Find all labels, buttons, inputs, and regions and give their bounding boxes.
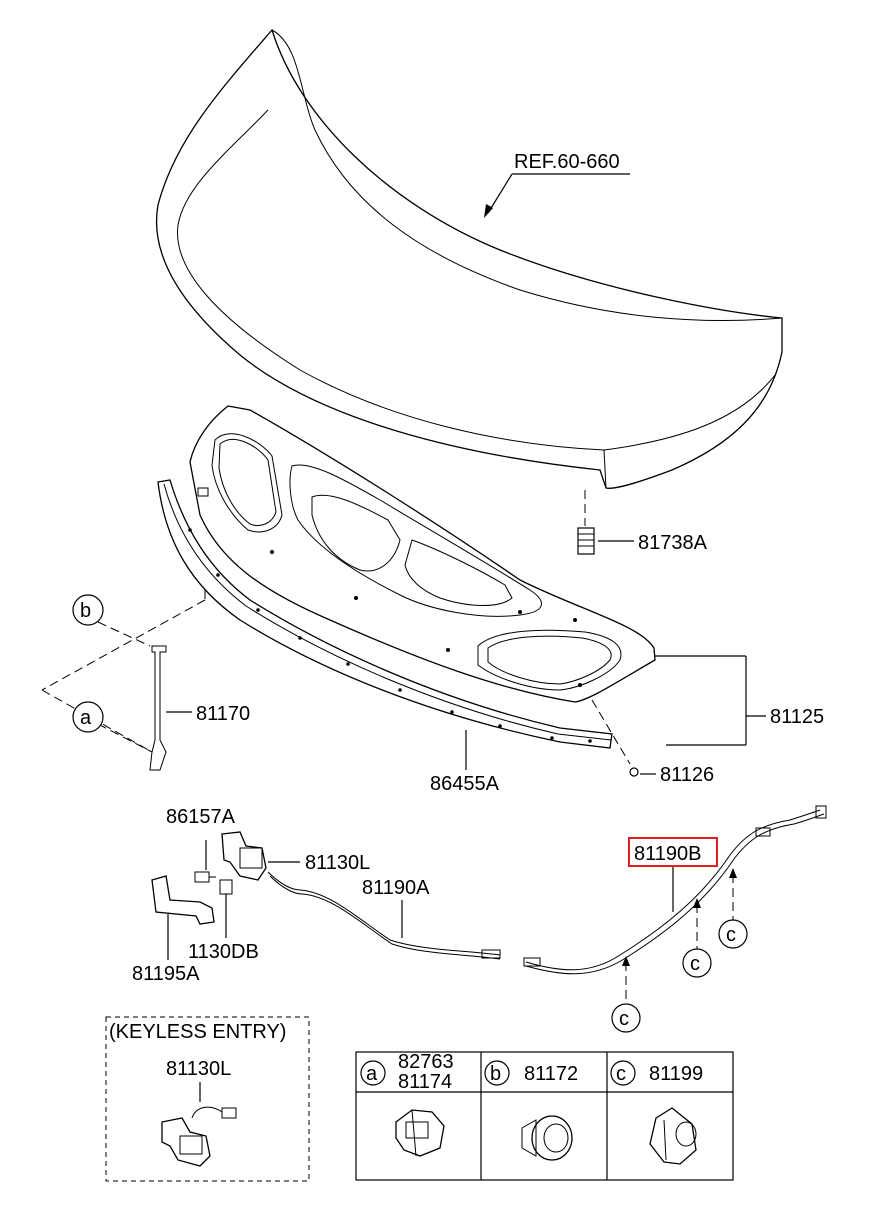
ref-callout: REF.60-660 [484, 151, 630, 218]
grommet-b-image [521, 1115, 573, 1161]
callout-c-1: c [611, 956, 641, 1033]
callout-c-2: c [682, 898, 712, 978]
legend-letter-c: c [616, 1063, 626, 1085]
latch-bolt: 86157A [166, 806, 236, 883]
stay-guide-lines [41, 590, 206, 753]
release-cable-b: 81190B [523, 805, 827, 975]
arrow-up-icon [622, 956, 630, 966]
bushing-c-image [649, 1107, 697, 1165]
part-label-81195a: 81195A [132, 963, 200, 985]
legend-cell-c: c 81199 [610, 1060, 703, 1086]
legend-letter-a: a [366, 1063, 378, 1085]
legend-part-82763: 82763 [398, 1051, 454, 1073]
release-cable-a: 81190A [267, 871, 501, 960]
legend-part-81172: 81172 [524, 1063, 578, 1085]
keyless-title: (KEYLESS ENTRY) [109, 1021, 286, 1043]
insulator-bracket: 81125 [655, 655, 824, 746]
legend-cell-a: a 82763 81174 [360, 1051, 454, 1093]
callout-a-letter: a [80, 707, 92, 729]
screw: 1130DB [188, 879, 259, 963]
arrow-up-icon [693, 898, 701, 908]
part-label-1130db: 1130DB [188, 941, 259, 963]
legend-table: a 82763 81174 b 81172 c 81199 [355, 1051, 734, 1181]
legend-cell-b: b 81172 [484, 1060, 578, 1086]
callout-c-3: c [718, 868, 748, 949]
arrow-up-icon [729, 868, 737, 878]
insulator-clip: 81126 [591, 699, 714, 786]
clip-a-image [395, 1109, 445, 1157]
part-label-81190a: 81190A [362, 877, 430, 899]
part-label-86455a: 86455A [430, 773, 500, 795]
highlight-box [628, 837, 718, 867]
part-label-81738a: 81738A [638, 532, 708, 554]
callout-c-letter-1: c [619, 1008, 629, 1030]
callout-b-letter: b [80, 600, 91, 622]
ref-label: REF.60-660 [514, 151, 620, 173]
callout-c-letter-3: c [726, 924, 736, 946]
arrow-head-icon [484, 204, 493, 218]
part-label-86157a: 86157A [166, 806, 236, 828]
part-label-81170: 81170 [196, 703, 250, 725]
callout-b: b [72, 594, 104, 626]
part-label-81130l: 81130L [305, 852, 370, 874]
part-label-81190b: 81190B [634, 843, 701, 865]
hood-latch: 81130L [221, 831, 370, 881]
hood-insulator [189, 405, 656, 703]
bumper-stop: 81738A [577, 490, 708, 555]
keyless-part-label: 81130L [166, 1058, 231, 1080]
legend-part-81174: 81174 [398, 1071, 452, 1093]
callout-a: a [72, 701, 104, 733]
callout-c-letter-2: c [690, 953, 700, 975]
part-label-81126: 81126 [660, 764, 714, 786]
keyless-entry-box: (KEYLESS ENTRY) 81130L [105, 1016, 310, 1182]
part-label-81125: 81125 [770, 706, 824, 728]
weatherstrip: 86455A [157, 479, 613, 795]
hood-panel [155, 28, 783, 489]
hood-stay: 81170 [149, 645, 250, 771]
legend-part-81199: 81199 [649, 1063, 703, 1085]
legend-letter-b: b [490, 1063, 501, 1085]
release-handle: 81195A [132, 875, 215, 985]
